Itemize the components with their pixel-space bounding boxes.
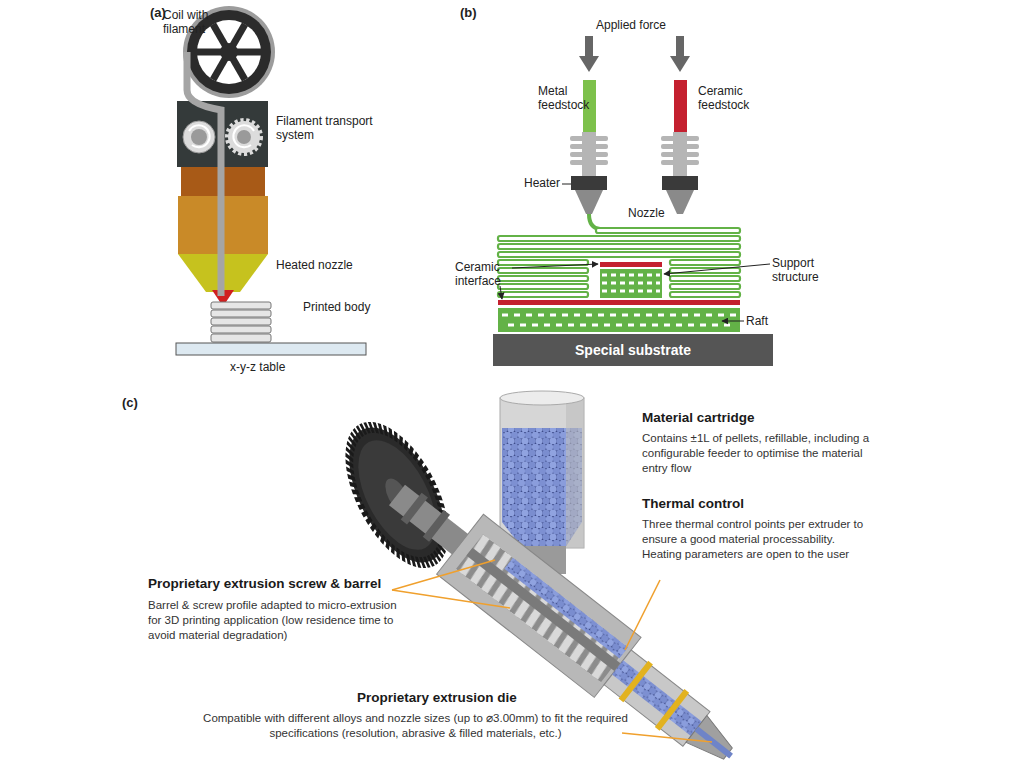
part-label: Raft bbox=[746, 314, 786, 328]
part-label: Ceramic feedstock bbox=[698, 84, 760, 112]
panel-letter: (c) bbox=[122, 396, 152, 410]
callout-body: Compatible with different alloys and noz… bbox=[203, 711, 628, 741]
callout-body: Contains ±1L of pellets, refillable, inc… bbox=[642, 431, 870, 476]
callout-body: Barrel & screw profile adapted to micro-… bbox=[148, 598, 406, 643]
callout-heading: Proprietary extrusion die bbox=[357, 690, 587, 706]
part-label: Printed body bbox=[303, 300, 403, 314]
callout-heading: Proprietary extrusion screw & barrel bbox=[148, 576, 428, 592]
part-label: Heated nozzle bbox=[276, 258, 376, 272]
multi-material-printer bbox=[498, 36, 770, 332]
panel-letter: (b) bbox=[460, 6, 490, 20]
force-label: Applied force bbox=[596, 18, 696, 32]
callout-heading: Material cartridge bbox=[642, 410, 902, 426]
part-label: Support structure bbox=[772, 256, 836, 284]
part-label: Coil with filament bbox=[163, 8, 225, 36]
part-label: x-y-z table bbox=[230, 360, 320, 374]
part-label: Metal feedstock bbox=[538, 84, 600, 112]
substrate-band: Special substrate bbox=[493, 334, 773, 366]
callout-heading: Thermal control bbox=[642, 496, 862, 512]
part-label: Nozzle bbox=[628, 206, 678, 220]
part-label: Filament transport system bbox=[276, 114, 391, 142]
part-label: Heater bbox=[524, 176, 574, 190]
callout-body: Three thermal control points per extrude… bbox=[642, 517, 874, 562]
band-label: Special substrate bbox=[575, 342, 691, 358]
part-label: Ceramic interface bbox=[455, 260, 517, 288]
